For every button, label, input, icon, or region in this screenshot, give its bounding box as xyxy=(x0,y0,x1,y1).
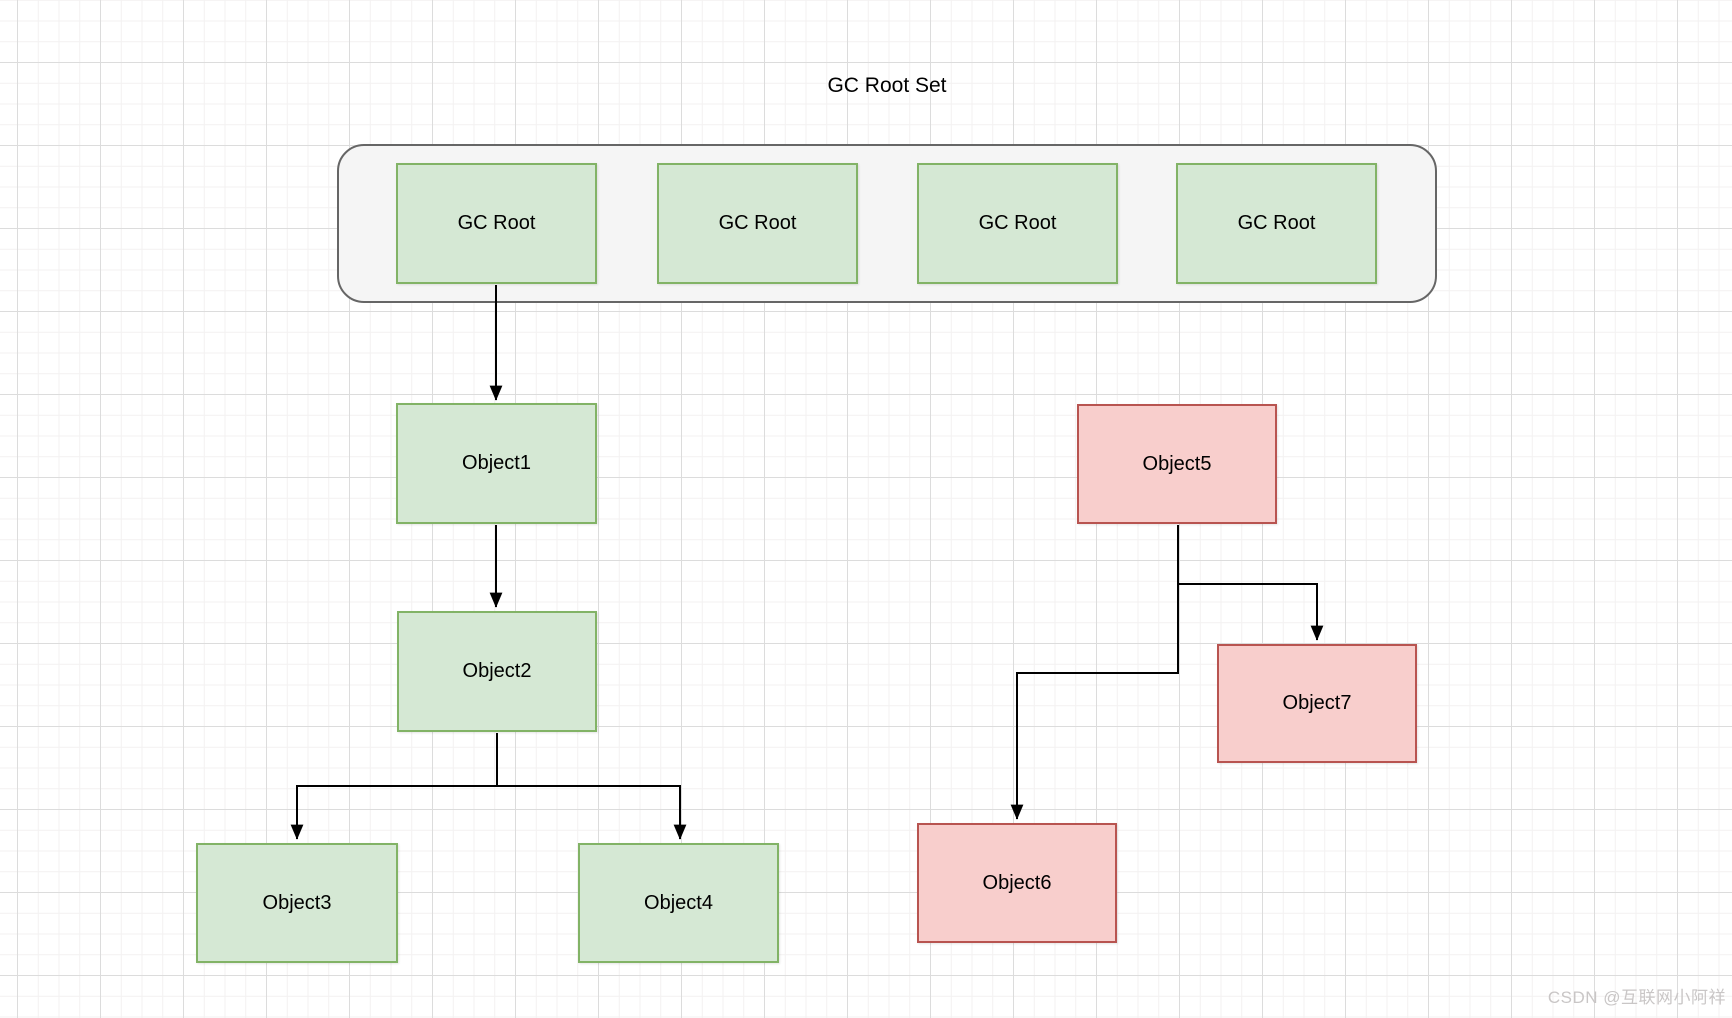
node-object2: Object2 xyxy=(397,611,597,732)
node-label: GC Root xyxy=(457,212,536,234)
edge-object5-to-object6 xyxy=(1010,525,1179,820)
node-label: Object5 xyxy=(1142,452,1212,475)
node-object6: Object6 xyxy=(917,823,1117,943)
node-object4: Object4 xyxy=(578,843,779,963)
node-object7: Object7 xyxy=(1217,644,1417,763)
node-label: Object7 xyxy=(1282,692,1352,714)
node-object5: Object5 xyxy=(1077,404,1277,524)
edge-object5-to-object7 xyxy=(1177,525,1324,641)
node-label: Object2 xyxy=(462,660,532,682)
node-object1: Object1 xyxy=(396,403,597,524)
node-label: Object3 xyxy=(262,891,332,914)
node-label: Object6 xyxy=(982,871,1052,894)
node-label: GC Root xyxy=(718,212,797,234)
node-label: Object4 xyxy=(644,891,713,914)
edge-object2-to-object3 xyxy=(290,733,498,840)
node-object3: Object3 xyxy=(196,843,398,963)
edge-object2-to-object4 xyxy=(496,733,687,840)
node-label: GC Root xyxy=(1237,212,1316,234)
gc-root-node-2: GC Root xyxy=(657,163,858,284)
node-label: GC Root xyxy=(978,212,1057,234)
gc-root-node-1: GC Root xyxy=(396,163,597,284)
gc-root-node-3: GC Root xyxy=(917,163,1118,284)
node-label: Object1 xyxy=(462,452,531,474)
diagram-title: GC Root Set xyxy=(827,74,947,97)
csdn-watermark: CSDN @互联网小阿祥 xyxy=(1547,988,1726,1007)
gc-root-node-4: GC Root xyxy=(1176,163,1377,284)
